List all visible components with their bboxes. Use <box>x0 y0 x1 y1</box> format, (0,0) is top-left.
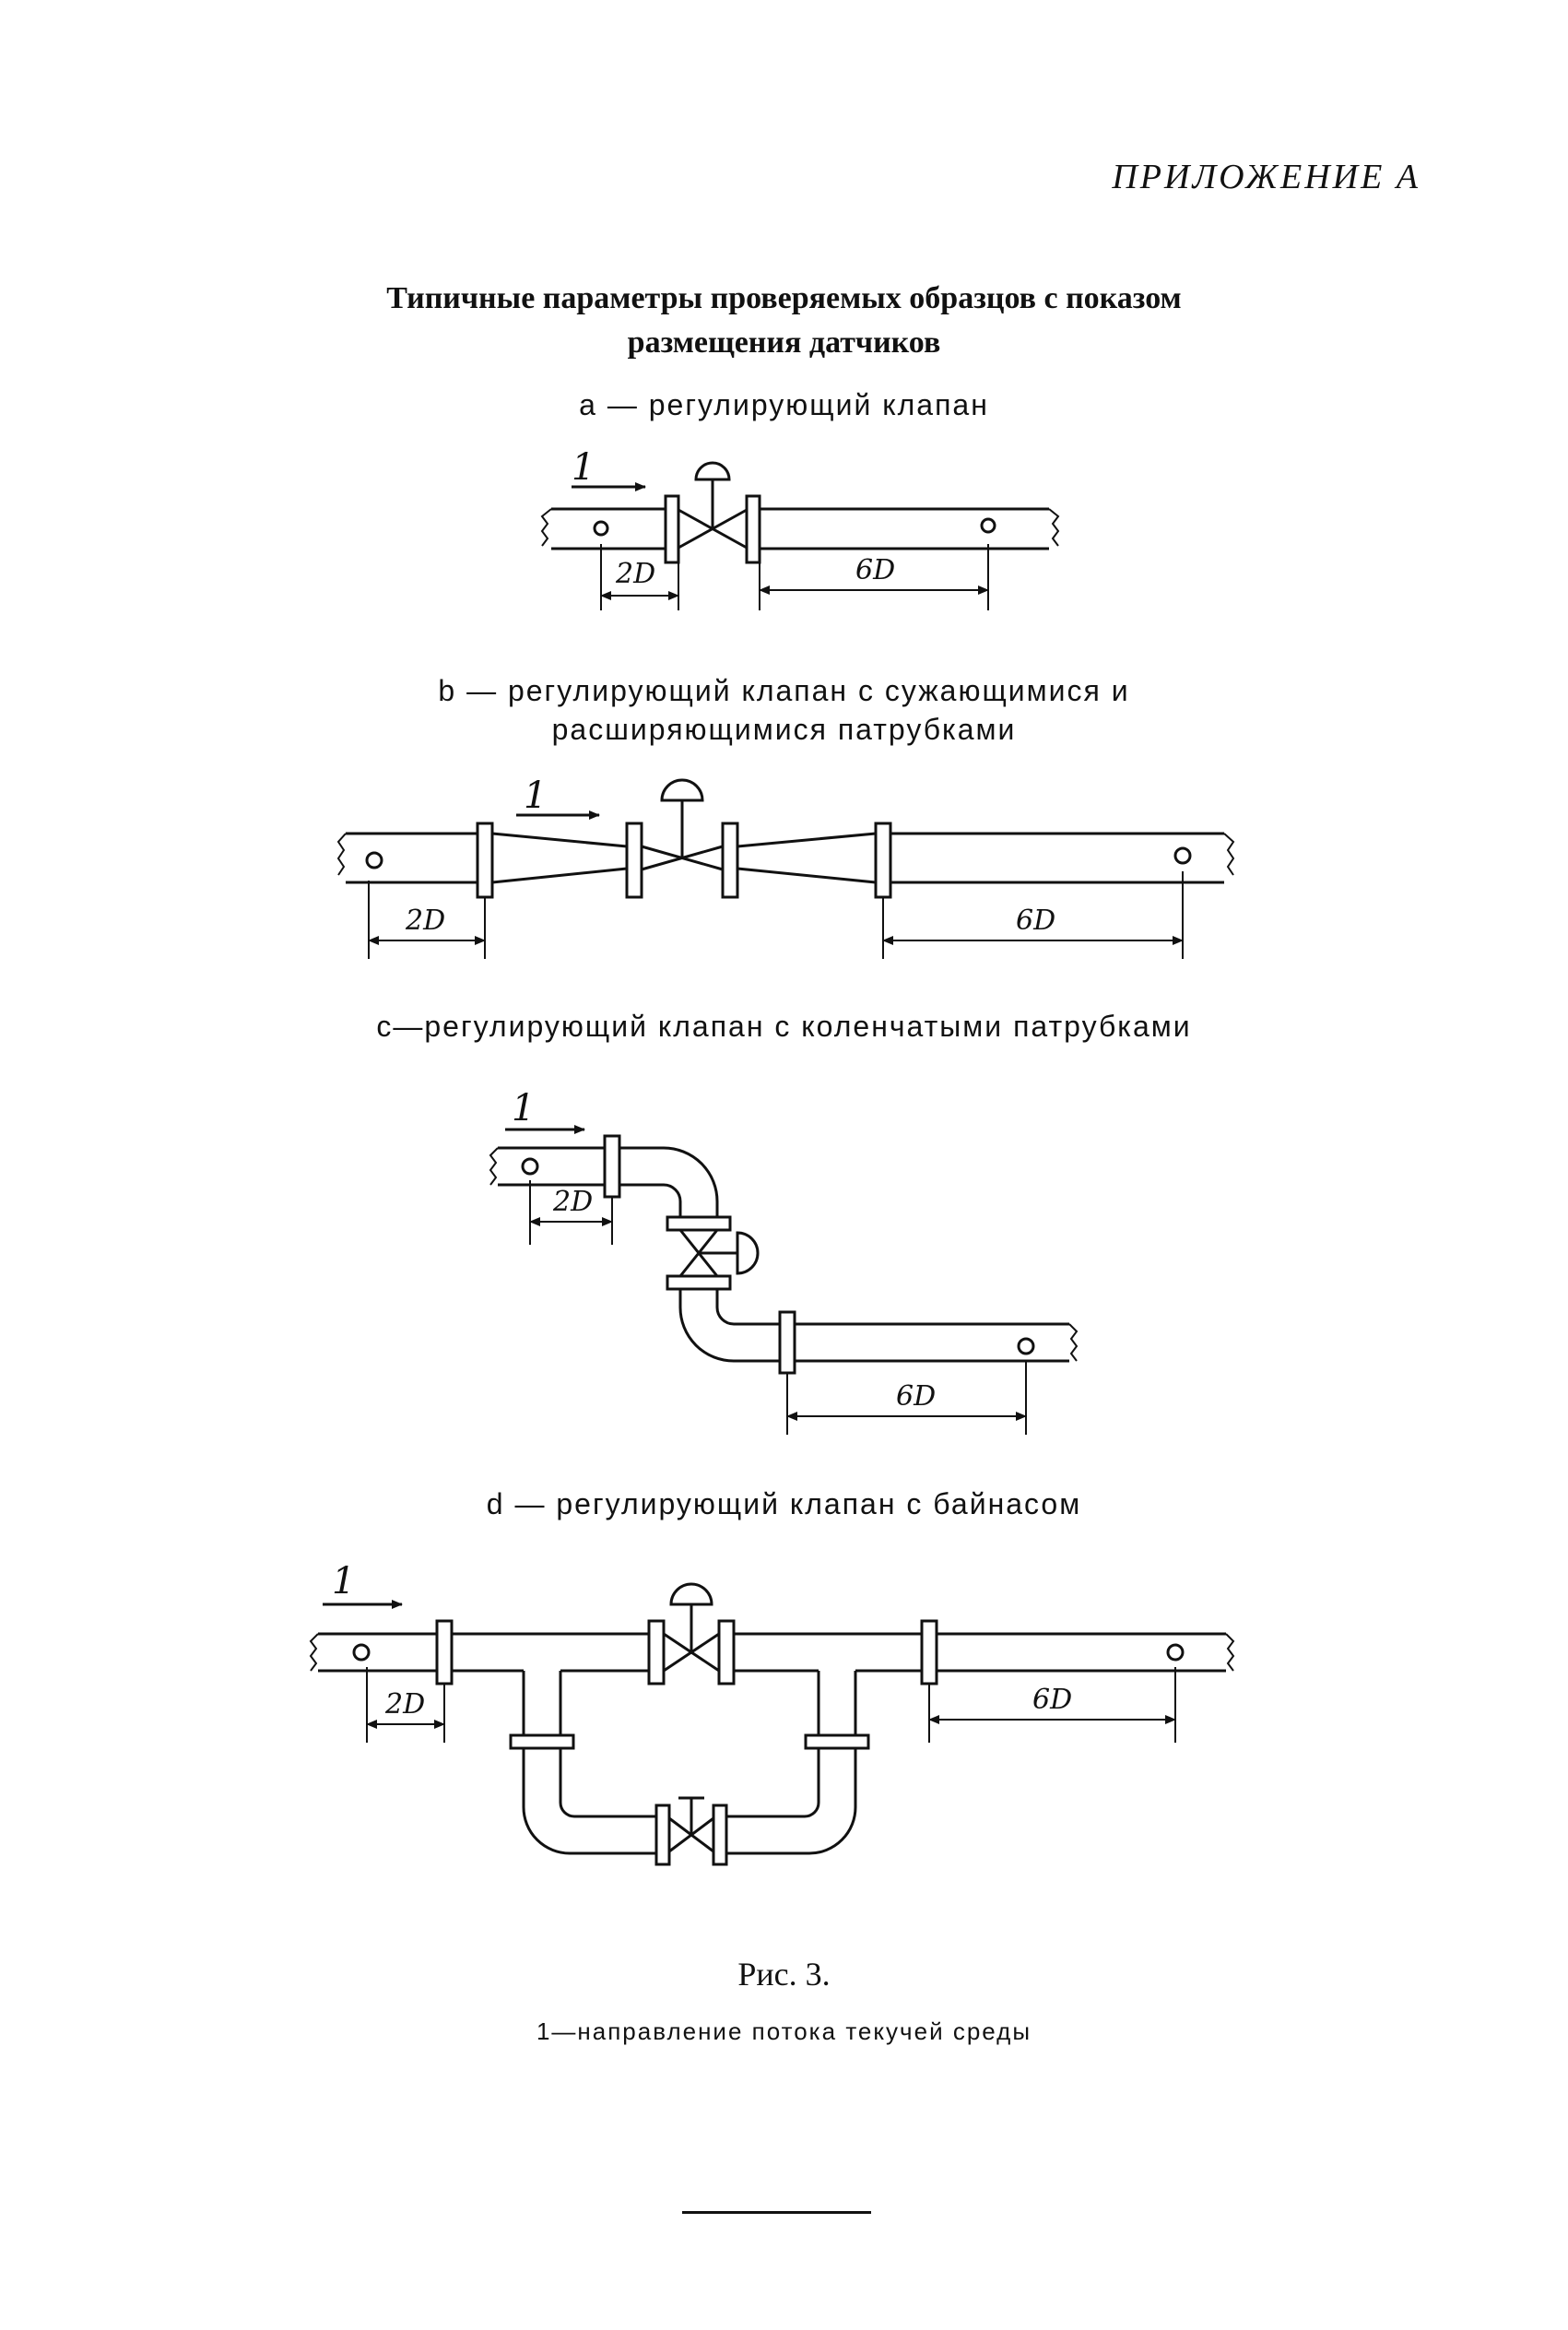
dim-2d-c: 2D <box>552 1186 593 1218</box>
dim-6d-a: 6D <box>855 554 895 586</box>
caption-a: а — регулирующий клапан <box>579 388 989 421</box>
page-title: Типичные параметры проверяемых образцов … <box>0 277 1568 365</box>
dim-2d-d: 2D <box>384 1688 425 1721</box>
dim-6d-c: 6D <box>896 1380 936 1413</box>
caption-b-line-2: расширяющимися патрубками <box>551 713 1017 746</box>
figure-label: Рис. 3. <box>737 1956 831 1993</box>
diagram-a: 1 2D 6D <box>540 446 1060 610</box>
flow-marker-a: 1 <box>572 446 595 489</box>
dim-6d-d: 6D <box>1032 1684 1072 1716</box>
title-line-1: Типичные параметры проверяемых образцов … <box>386 281 1182 315</box>
caption-b-line-1: b — регулирующий клапан с сужающимися и <box>438 674 1130 707</box>
diagram-d: 1 2D 6D <box>309 1560 1235 1866</box>
dim-2d-a: 2D <box>615 558 655 590</box>
caption-d: d — регулирующий клапан с байнасом <box>486 1487 1082 1520</box>
dim-2d-b: 2D <box>405 905 445 937</box>
flow-marker-c: 1 <box>512 1087 535 1130</box>
flow-marker-b: 1 <box>524 775 547 817</box>
diagram-c: 1 2D 6D <box>489 1087 1079 1435</box>
caption-b: b — регулирующий клапан с сужающимися и … <box>0 671 1568 749</box>
figure-note: 1—направление потока текучей среды <box>536 2017 1032 2045</box>
diagram-b: 1 2D 6D <box>336 775 1235 959</box>
flow-marker-d: 1 <box>332 1560 355 1603</box>
appendix-heading: ПРИЛОЖЕНИЕ А <box>1112 158 1421 196</box>
title-line-2: размещения датчиков <box>627 325 941 360</box>
dim-6d-b: 6D <box>1016 905 1055 937</box>
footer-rule <box>682 2211 871 2214</box>
caption-c: c—регулирующий клапан с коленчатыми патр… <box>376 1010 1192 1043</box>
